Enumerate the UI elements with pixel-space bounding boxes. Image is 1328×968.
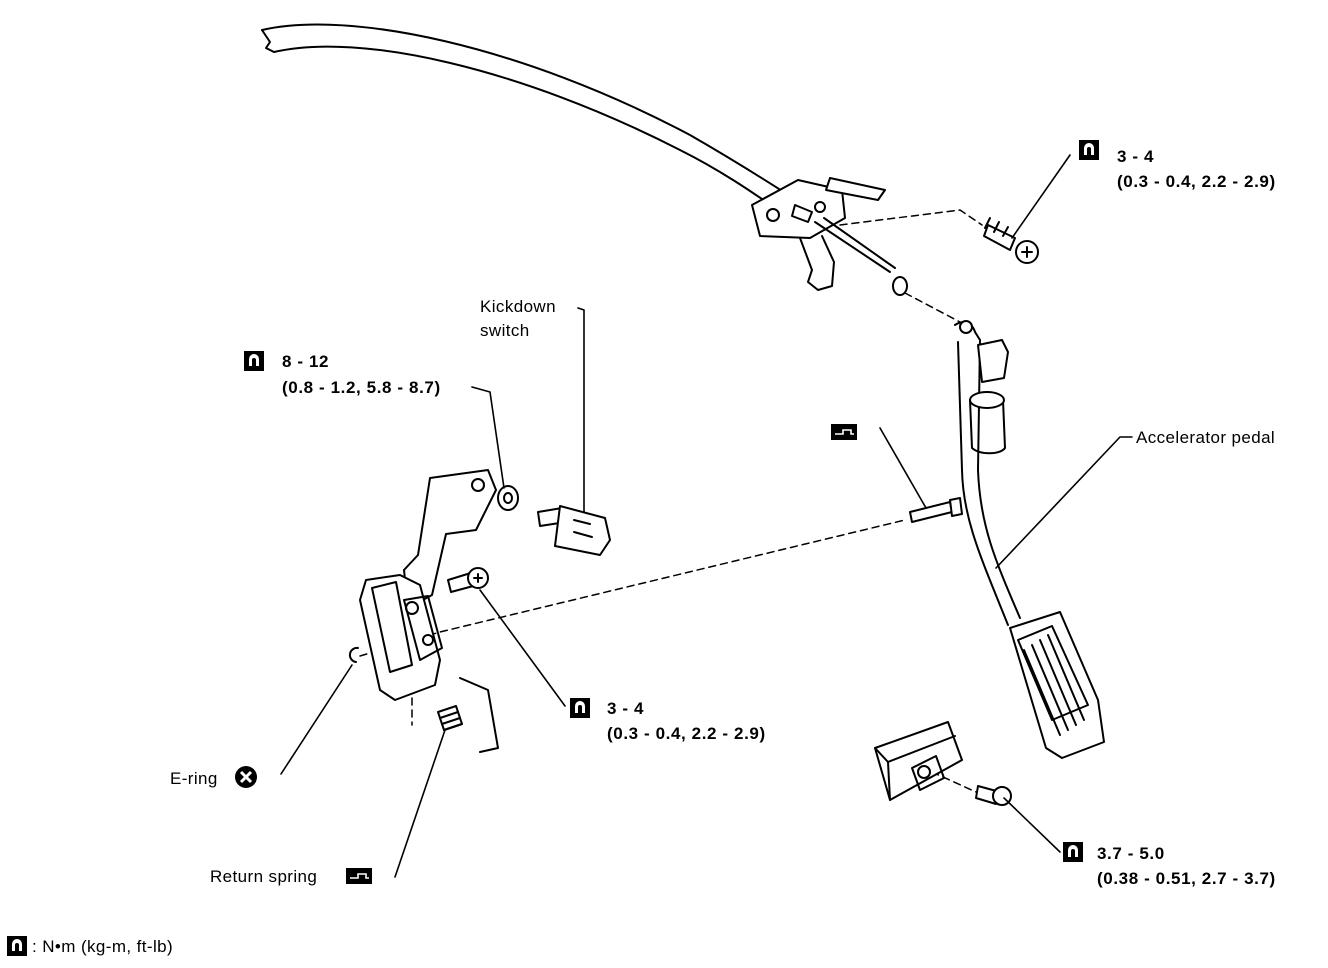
- do-not-reuse-icon: [235, 766, 257, 788]
- torque-legend: : N•m (kg-m, ft-lb): [32, 937, 174, 956]
- bracket-bolt: [447, 567, 489, 593]
- torque-spec-2-nm: 8 - 12: [282, 352, 330, 371]
- pedal-pad: [1009, 611, 1105, 759]
- e-ring-label: E-ring: [170, 769, 218, 788]
- accelerator-pedal-arm: [954, 320, 1021, 626]
- torque-spec-4-nm: 3.7 - 5.0: [1097, 844, 1165, 863]
- e-ring: [348, 646, 359, 663]
- torque-wrench-icon: [1079, 140, 1099, 160]
- grease-icon: [346, 868, 372, 884]
- kickdown-label-line1: Kickdown: [480, 297, 556, 316]
- lower-bolt: [975, 785, 1012, 806]
- pedal-bracket: [359, 469, 499, 753]
- leader-lines: [280, 154, 1133, 878]
- torque-spec-3-nm: 3 - 4: [607, 699, 645, 718]
- torque-spec-3-alt: (0.3 - 0.4, 2.2 - 2.9): [607, 724, 766, 743]
- torque-spec-1-nm: 3 - 4: [1117, 147, 1155, 166]
- kickdown-switch: [497, 485, 611, 556]
- torque-spec-1-alt: (0.3 - 0.4, 2.2 - 2.9): [1117, 172, 1276, 191]
- torque-wrench-icon: [244, 351, 264, 371]
- torque-wrench-icon: [7, 936, 27, 956]
- accelerator-pedal-label: Accelerator pedal: [1136, 428, 1276, 447]
- torque-wrench-icon: [1063, 842, 1083, 862]
- accelerator-cable: [261, 23, 791, 211]
- kickdown-label-line2: switch: [480, 321, 530, 340]
- upper-bolt: [983, 217, 1039, 264]
- return-spring: [437, 705, 463, 731]
- torque-wrench-icon: [570, 698, 590, 718]
- return-spring-label: Return spring: [210, 867, 318, 886]
- pivot-pin: [909, 497, 963, 523]
- torque-spec-2-alt: (0.8 - 1.2, 5.8 - 8.7): [282, 378, 441, 397]
- upper-bracket: [751, 177, 908, 296]
- pedal-stopper: [874, 721, 963, 801]
- grease-icon: [831, 424, 857, 440]
- torque-spec-4-alt: (0.38 - 0.51, 2.7 - 3.7): [1097, 869, 1276, 888]
